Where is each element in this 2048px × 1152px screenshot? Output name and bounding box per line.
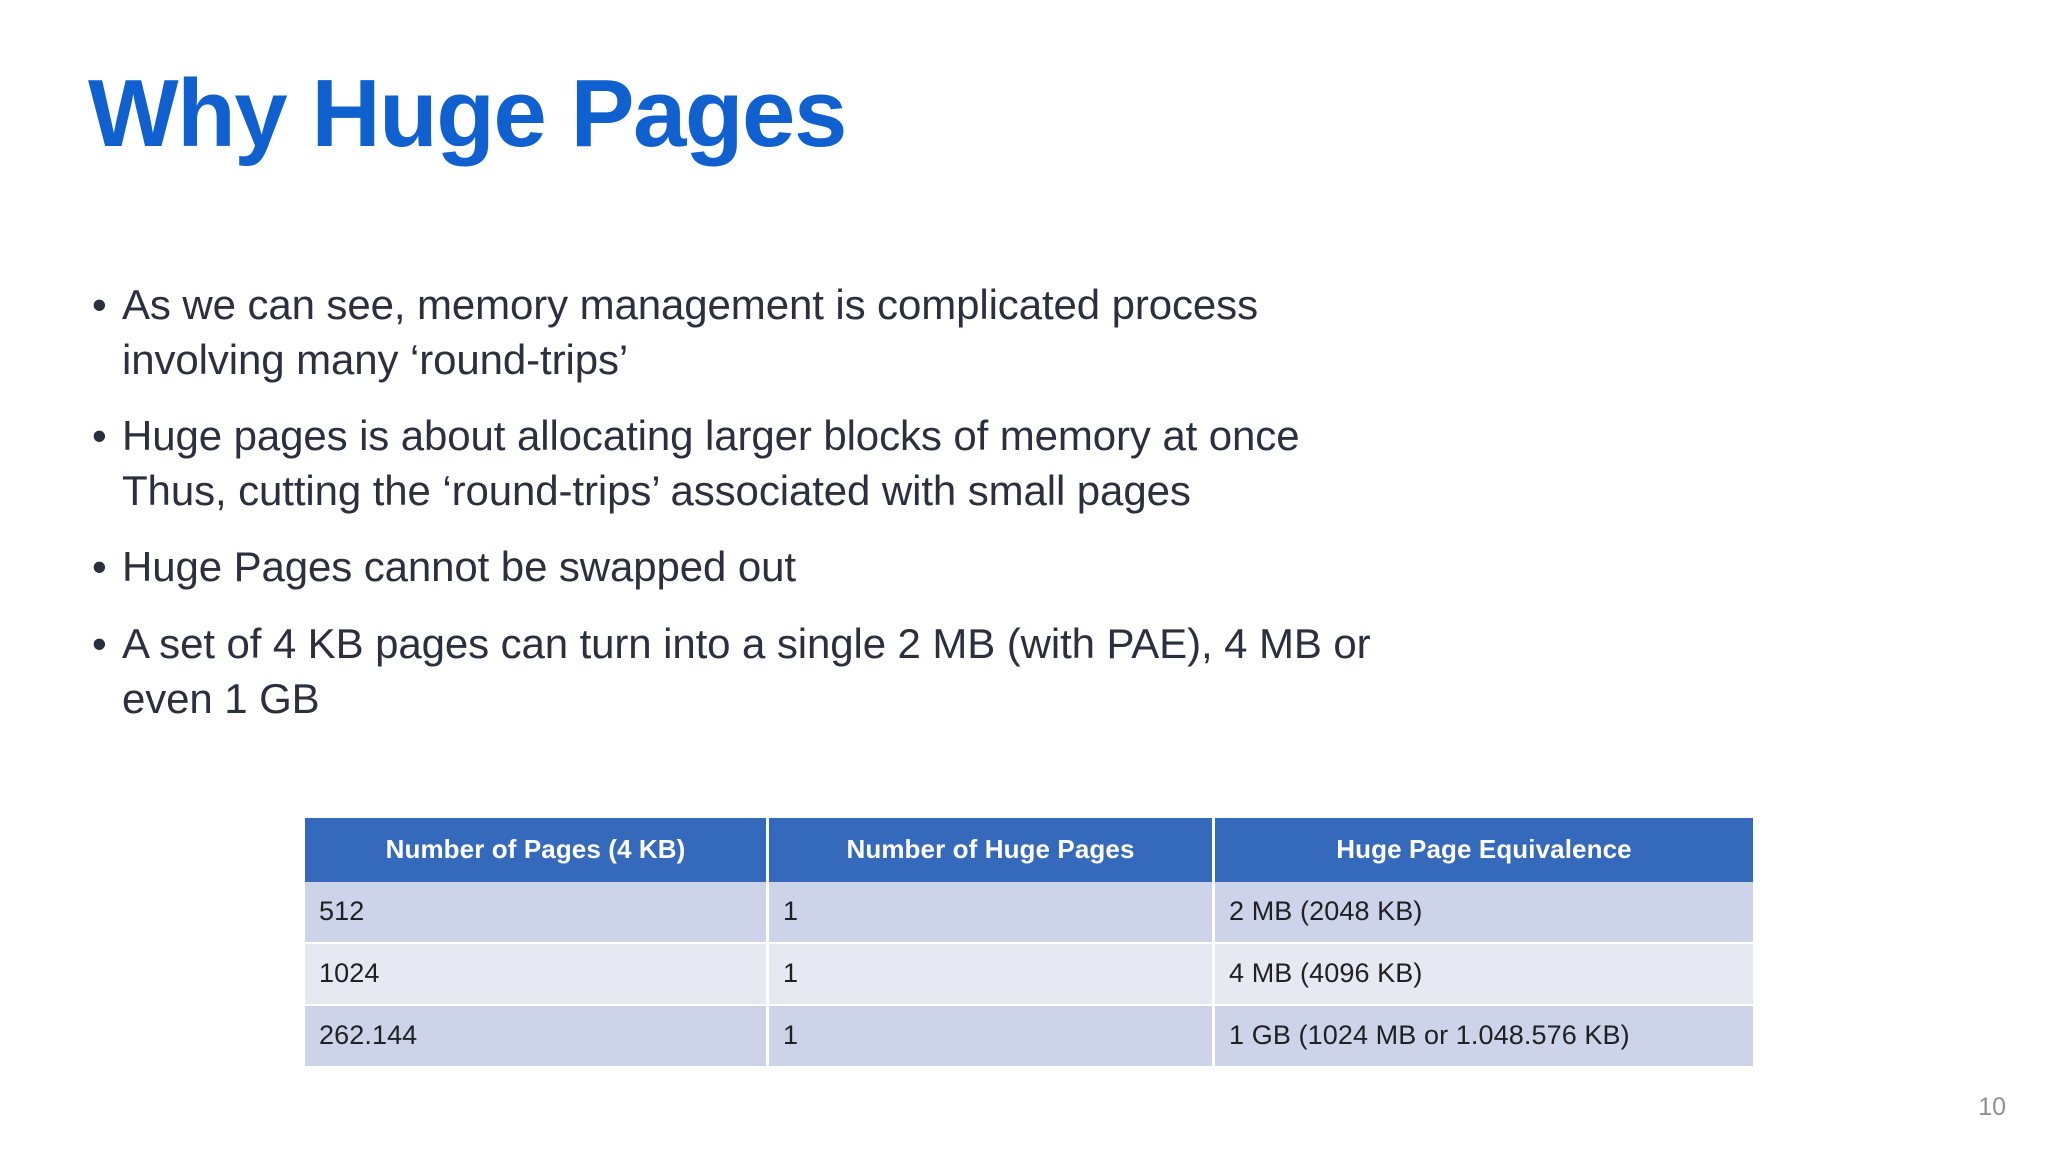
list-item: • A set of 4 KB pages can turn into a si… <box>88 617 1968 726</box>
list-item-line: even 1 GB <box>122 674 320 722</box>
table-header: Number of Pages (4 KB) Number of Huge Pa… <box>305 818 1753 882</box>
bullet-point-icon: • <box>92 619 107 667</box>
table-cell-pages: 512 <box>305 882 769 944</box>
list-item-text: As we can see, memory management is comp… <box>122 278 1968 387</box>
table-cell-equivalence: 2 MB (2048 KB) <box>1215 882 1753 944</box>
table-cell-pages: 1024 <box>305 944 769 1006</box>
huge-pages-table-container: Number of Pages (4 KB) Number of Huge Pa… <box>305 818 1753 1066</box>
table-body: 512 1 2 MB (2048 KB) 1024 1 4 MB (4096 K… <box>305 882 1753 1066</box>
list-item-line: Huge Pages cannot be swapped out <box>122 543 796 591</box>
table-cell-equivalence: 4 MB (4096 KB) <box>1215 944 1753 1006</box>
list-item: • As we can see, memory management is co… <box>88 278 1968 387</box>
list-item-text: Huge Pages cannot be swapped out <box>122 540 1968 595</box>
list-item: • Huge pages is about allocating larger … <box>88 409 1968 518</box>
table-header-row: Number of Pages (4 KB) Number of Huge Pa… <box>305 818 1753 882</box>
bullet-point-icon: • <box>92 281 107 328</box>
bullet-list: • As we can see, memory management is co… <box>88 278 1968 748</box>
huge-pages-table: Number of Pages (4 KB) Number of Huge Pa… <box>305 818 1753 1066</box>
table-row: 512 1 2 MB (2048 KB) <box>305 882 1753 944</box>
page-number: 10 <box>1978 1093 2006 1121</box>
table-cell-huge-pages: 1 <box>769 944 1215 1006</box>
table-row: 1024 1 4 MB (4096 KB) <box>305 944 1753 1006</box>
list-item-line: A set of 4 KB pages can turn into a sing… <box>122 619 1371 667</box>
table-cell-pages: 262.144 <box>305 1006 769 1066</box>
table-cell-equivalence: 1 GB (1024 MB or 1.048.576 KB) <box>1215 1006 1753 1066</box>
list-item-text: Huge pages is about allocating larger bl… <box>122 409 1968 518</box>
table-header-cell-pages: Number of Pages (4 KB) <box>305 818 769 882</box>
list-item-line: Huge pages is about allocating larger bl… <box>122 412 1300 460</box>
page-title: Why Huge Pages <box>88 60 847 167</box>
list-item: • Huge Pages cannot be swapped out <box>88 540 1968 595</box>
table-row: 262.144 1 1 GB (1024 MB or 1.048.576 KB) <box>305 1006 1753 1066</box>
bullet-point-icon: • <box>92 412 107 460</box>
list-item-line: involving many ‘round-trips’ <box>122 335 629 383</box>
table-header-cell-huge-pages: Number of Huge Pages <box>769 818 1215 882</box>
list-item-line: Thus, cutting the ‘round-trips’ associat… <box>122 466 1191 514</box>
table-cell-huge-pages: 1 <box>769 882 1215 944</box>
table-header-cell-equivalence: Huge Page Equivalence <box>1215 818 1753 882</box>
list-item-line: As we can see, memory management is comp… <box>122 281 1258 328</box>
list-item-text: A set of 4 KB pages can turn into a sing… <box>122 617 1968 726</box>
table-cell-huge-pages: 1 <box>769 1006 1215 1066</box>
bullet-point-icon: • <box>92 543 107 591</box>
